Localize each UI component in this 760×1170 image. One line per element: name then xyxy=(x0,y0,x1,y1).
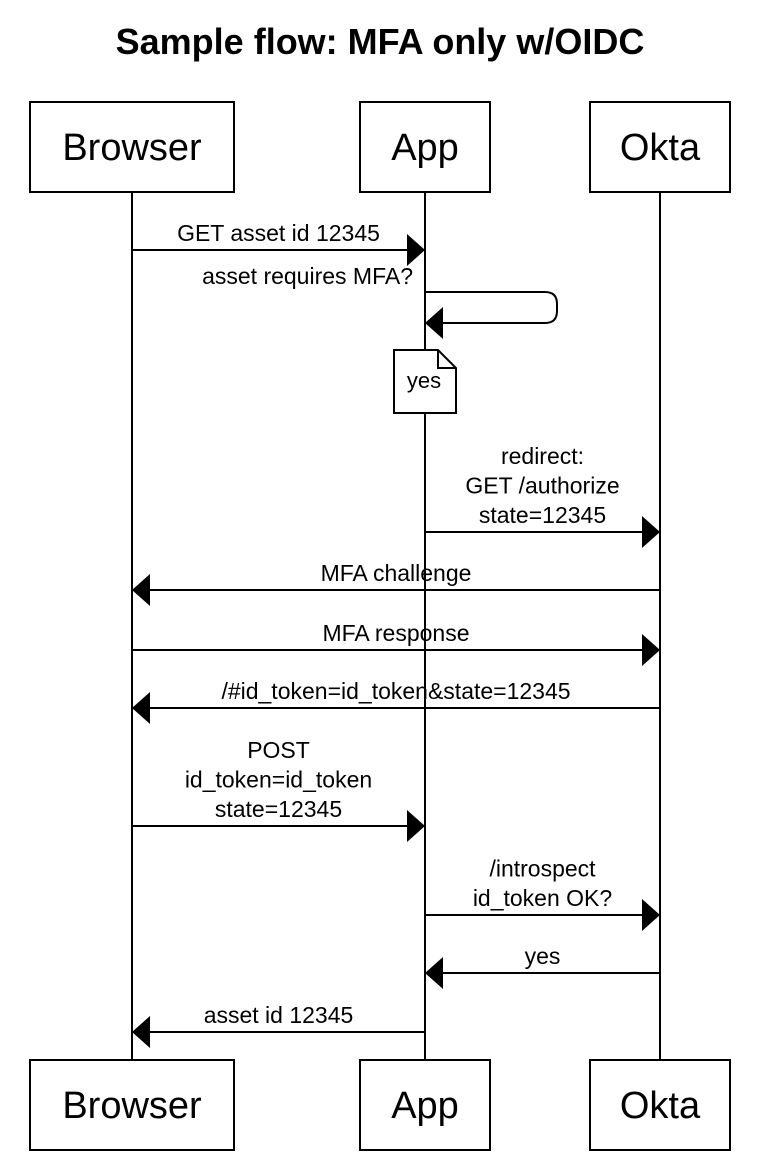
arrow-head xyxy=(132,1016,150,1048)
actor-browser-top: Browser xyxy=(29,101,235,193)
arrow-head xyxy=(407,810,425,842)
arrow-head xyxy=(642,634,660,666)
actor-browser-bottom: Browser xyxy=(29,1059,235,1151)
actor-label: App xyxy=(391,1085,459,1127)
actor-app-bottom: App xyxy=(359,1059,491,1151)
arrow-head xyxy=(642,899,660,931)
arrow-head xyxy=(407,234,425,266)
message-5: MFA response xyxy=(132,620,660,666)
message-label: MFA challenge xyxy=(321,560,472,586)
message-label: yes xyxy=(525,943,561,969)
actor-okta-top: Okta xyxy=(589,101,731,193)
actor-label: Okta xyxy=(620,1085,701,1127)
actor-app-top: App xyxy=(359,101,491,193)
arrow-head xyxy=(425,957,443,989)
arrow-head xyxy=(642,516,660,548)
arrow-head xyxy=(132,574,150,606)
message-1: asset requires MFA? xyxy=(202,263,558,339)
message-0: GET asset id 12345 xyxy=(132,220,425,266)
message-label: GET /authorize xyxy=(465,473,619,499)
actors-bottom: Browser App Okta xyxy=(29,1059,731,1151)
note-fold xyxy=(437,350,456,369)
actor-box xyxy=(29,101,235,193)
message-label: GET asset id 12345 xyxy=(177,220,380,246)
message-label: MFA response xyxy=(322,620,469,646)
actor-okta-bottom: Okta xyxy=(589,1059,731,1151)
actor-label: App xyxy=(391,127,459,169)
message-label: state=12345 xyxy=(479,502,606,528)
message-10: asset id 12345 xyxy=(132,1002,425,1048)
message-label: /#id_token=id_token&state=12345 xyxy=(221,678,570,704)
actor-box xyxy=(589,1059,731,1151)
message-label: POST xyxy=(247,737,310,763)
message-label: redirect: xyxy=(501,443,584,469)
message-8: /introspect id_token OK? xyxy=(425,856,660,931)
actor-box xyxy=(359,1059,491,1151)
actor-box xyxy=(29,1059,235,1151)
self-arrow-line xyxy=(425,291,558,324)
message-label: id_token=id_token xyxy=(185,767,372,793)
actors-top: Browser App Okta xyxy=(29,101,731,193)
note-text: yes xyxy=(407,368,441,393)
message-2: yes xyxy=(393,349,457,414)
message-label: state=12345 xyxy=(215,796,342,822)
actor-box xyxy=(589,101,731,193)
message-label: /introspect xyxy=(489,856,596,882)
note-box xyxy=(393,349,457,414)
message-label: id_token OK? xyxy=(473,885,612,911)
message-label: asset requires MFA? xyxy=(202,263,413,289)
arrow-head xyxy=(132,692,150,724)
message-4: MFA challenge xyxy=(132,560,660,606)
actor-box xyxy=(359,101,491,193)
message-6: /#id_token=id_token&state=12345 xyxy=(132,678,660,724)
message-7: POST id_token=id_token state=12345 xyxy=(132,737,425,842)
messages: GET asset id 12345 asset requires MFA? yes… xyxy=(132,220,660,1048)
actor-label: Okta xyxy=(620,127,701,169)
actor-label: Browser xyxy=(62,1085,202,1127)
message-label: asset id 12345 xyxy=(204,1002,354,1028)
actor-label: Browser xyxy=(62,127,202,169)
message-9: yes xyxy=(425,943,660,989)
diagram-title: Sample flow: MFA only w/OIDC xyxy=(116,21,645,62)
arrow-head xyxy=(425,307,443,339)
message-3: redirect: GET /authorize state=12345 xyxy=(425,443,660,548)
